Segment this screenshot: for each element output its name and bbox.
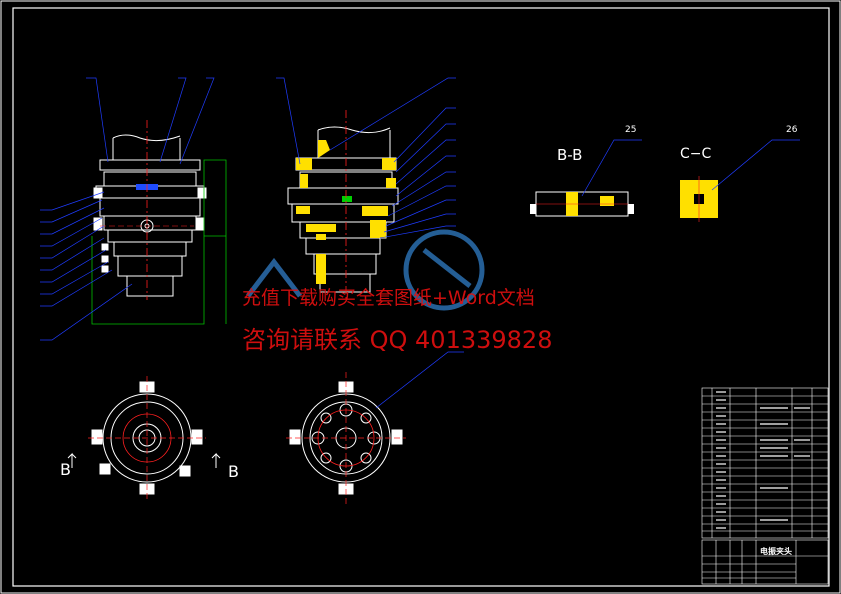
section-bb-view: [530, 191, 634, 217]
watermark-purchase-text: 充值下载购买全套图纸+Word文档: [242, 287, 535, 309]
callout-25: 25: [625, 125, 637, 135]
view-mark-left: B: [60, 460, 71, 479]
leader-26: [711, 139, 800, 191]
section-cc-view: [680, 176, 718, 222]
inner-frame: [12, 7, 830, 587]
parts-list-scribbles: [716, 391, 810, 529]
view-mark-right: B: [228, 462, 239, 481]
callout-26: 26: [786, 125, 798, 135]
title-block: [701, 539, 829, 585]
front-view: [93, 134, 207, 297]
parts-list-table: [701, 387, 829, 539]
section-hatch: [296, 140, 396, 284]
section-arrows: [67, 452, 221, 468]
leader-25: [581, 139, 642, 197]
title-block-drawing-name: 电振夹头: [760, 547, 792, 556]
section-green-part: [342, 196, 352, 202]
front-dimension-box: [91, 159, 227, 325]
section-bb-label: B-B: [557, 146, 583, 164]
front-leaders: [40, 77, 215, 341]
bottom-right-leader: [375, 351, 464, 409]
watermark-logo: [246, 229, 485, 311]
watermark-contact-text: 咨询请联系 QQ 401339828: [242, 326, 553, 354]
section-cc-label: C−C: [680, 146, 712, 162]
section-leaders: [276, 77, 456, 239]
